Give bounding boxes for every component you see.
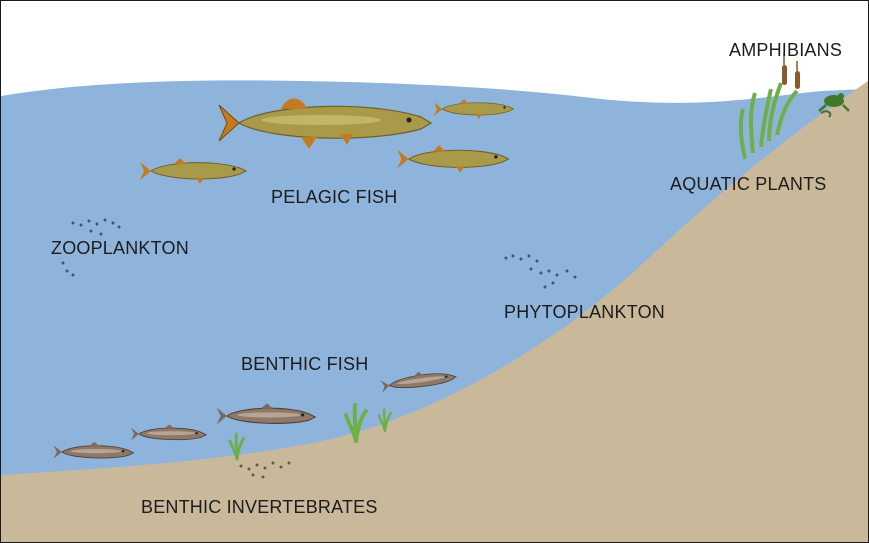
label-aquatic-plants: AQUATIC PLANTS [670, 174, 827, 195]
label-zooplankton: ZOOPLANKTON [51, 238, 189, 259]
label-benthic-invertebrates: BENTHIC INVERTEBRATES [141, 497, 378, 518]
label-pelagic-fish: PELAGIC FISH [271, 187, 397, 208]
label-benthic-fish: BENTHIC FISH [241, 354, 368, 375]
label-amphibians: AMPHIBIANS [729, 40, 842, 61]
label-phytoplankton: PHYTOPLANKTON [504, 302, 665, 323]
